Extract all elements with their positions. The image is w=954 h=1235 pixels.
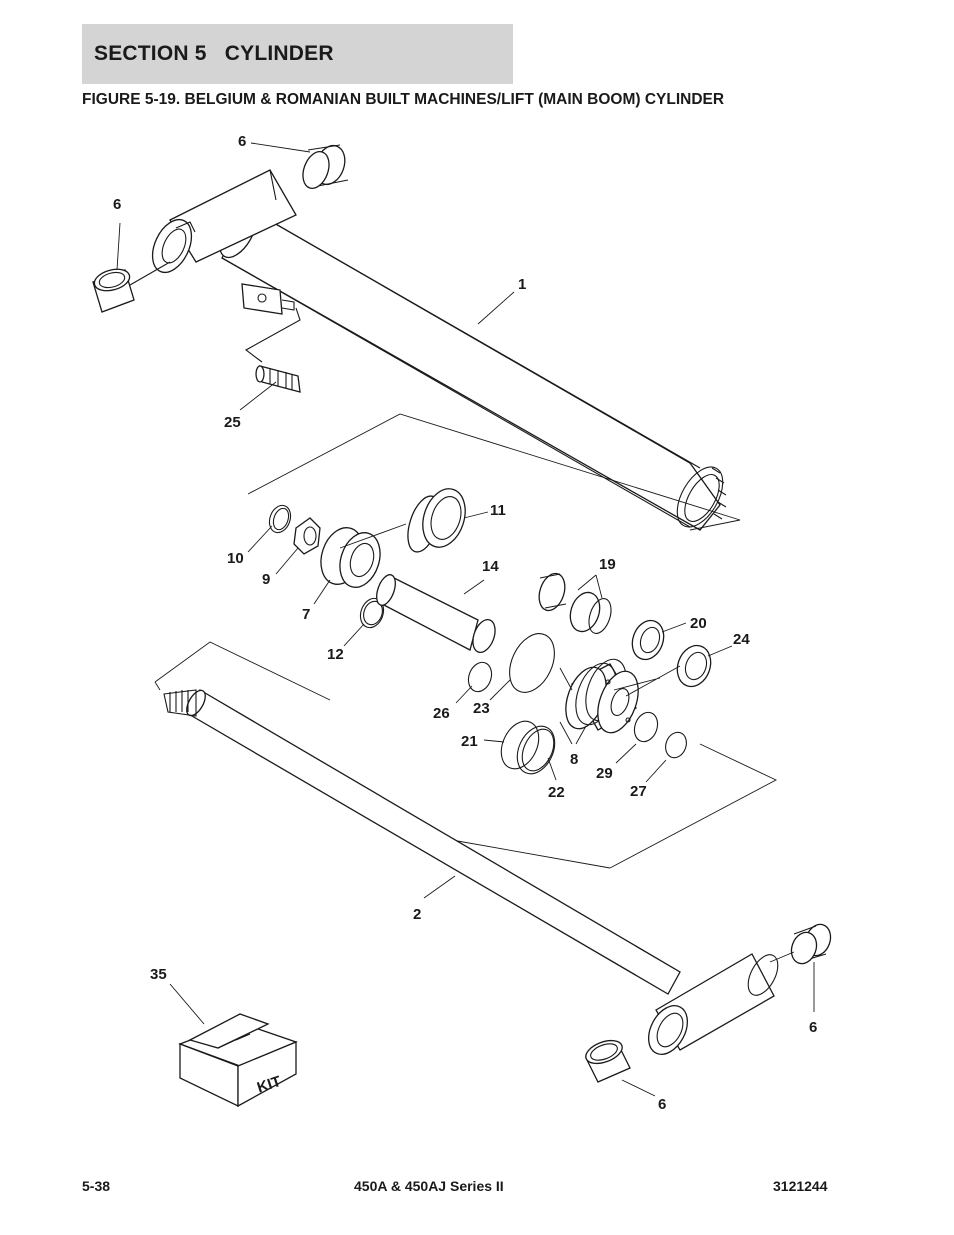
o-ring-26 — [467, 661, 493, 693]
cylinder-barrel — [151, 169, 727, 531]
callout-11: 11 — [490, 502, 506, 519]
footer-model: 450A & 450AJ Series II — [354, 1178, 504, 1194]
callout-27: 27 — [630, 783, 647, 800]
callout-12: 12 — [327, 646, 344, 663]
bushing-top-left — [92, 261, 171, 313]
callout-22: 22 — [548, 784, 565, 801]
callout-24: 24 — [733, 631, 750, 648]
bushing-bottom-left — [585, 1039, 631, 1083]
nut-9 — [293, 517, 321, 555]
assembly-boundary-rod — [154, 641, 331, 701]
seal-kit-box: KIT — [178, 1013, 298, 1108]
seal-20 — [631, 619, 665, 661]
o-ring-29 — [633, 711, 659, 743]
callout-35: 35 — [150, 966, 167, 983]
callout-6-top: 6 — [238, 133, 246, 150]
o-ring-23 — [509, 633, 555, 693]
footer-page-number: 5-38 — [82, 1178, 111, 1194]
o-ring-27 — [665, 731, 687, 759]
callout-6-left: 6 — [113, 196, 121, 213]
callout-7: 7 — [302, 606, 310, 623]
callout-6-bottom-right: 6 — [809, 1019, 817, 1036]
counterbalance-valve — [255, 365, 301, 393]
snap-ring-10 — [268, 504, 292, 534]
callout-8: 8 — [570, 751, 578, 768]
wear-ring-11 — [407, 488, 466, 553]
seal-21-22 — [500, 720, 556, 775]
seal-24 — [676, 644, 712, 688]
callout-9: 9 — [262, 571, 270, 588]
bushings-19 — [538, 572, 612, 634]
callout-26: 26 — [433, 705, 450, 722]
callout-14: 14 — [482, 558, 499, 575]
callout-2: 2 — [413, 906, 421, 923]
assembly-boundary-upper — [247, 413, 741, 531]
kit-label: KIT — [255, 1073, 283, 1097]
callout-25: 25 — [224, 414, 241, 431]
assembly-boundary-lower — [609, 743, 778, 869]
leader-lines — [116, 142, 815, 1097]
callout-1: 1 — [518, 276, 526, 293]
callout-29: 29 — [596, 765, 613, 782]
callout-21: 21 — [461, 733, 478, 750]
footer-doc-number: 3121244 — [773, 1178, 828, 1194]
callout-23: 23 — [473, 700, 490, 717]
bushing-top-right — [302, 144, 349, 189]
piston-rod — [163, 689, 779, 1055]
piston-head-8 — [565, 658, 639, 734]
callout-20: 20 — [690, 615, 707, 632]
section-title: SECTION 5 CYLINDER — [94, 42, 334, 65]
spacer-14 — [376, 574, 496, 653]
assembly-boundary-sides — [154, 681, 611, 869]
callout-19: 19 — [599, 556, 616, 573]
callout-10: 10 — [227, 550, 244, 567]
bushing-bottom-right — [769, 923, 832, 965]
figure-title: FIGURE 5-19. BELGIUM & ROMANIAN BUILT MA… — [82, 91, 725, 108]
tapered-bushing-7 — [320, 527, 381, 588]
section-header-band: SECTION 5 CYLINDER — [82, 24, 513, 84]
callout-6-bottom: 6 — [658, 1096, 666, 1113]
